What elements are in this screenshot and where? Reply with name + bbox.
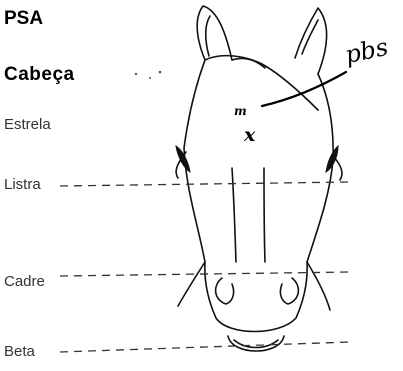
speck-mark (149, 77, 151, 79)
cadre-label: Cadre (4, 273, 45, 290)
mouth-line (234, 340, 278, 348)
right-jaw-line (307, 262, 330, 310)
left-eye (176, 146, 190, 172)
face-center-right (264, 168, 265, 262)
chin-line (228, 336, 284, 351)
form-title: PSA (4, 8, 43, 30)
estrela-label: Estrela (4, 116, 51, 133)
listra-label: Listra (4, 176, 41, 193)
right-ear-outline (295, 8, 327, 74)
left-jaw-line (178, 262, 205, 306)
left-nostril (216, 278, 234, 304)
beta-label: Beta (4, 343, 35, 360)
handwritten-x-mark: x (244, 124, 255, 146)
speck-mark (159, 71, 162, 74)
left-ear-outline (197, 6, 232, 60)
forelock-line (205, 56, 318, 110)
face-center-left (232, 168, 236, 262)
section-title: Cabeça (4, 64, 75, 86)
right-ear-inner (302, 20, 318, 54)
annotation-pointer-line (262, 72, 346, 106)
right-nostril (280, 278, 298, 304)
handwritten-m-annotation: m (234, 104, 247, 118)
estrela-guide-line (60, 182, 350, 186)
left-ear-inner (206, 16, 210, 56)
speck-mark (135, 73, 137, 75)
beta-guide-line (60, 342, 350, 352)
